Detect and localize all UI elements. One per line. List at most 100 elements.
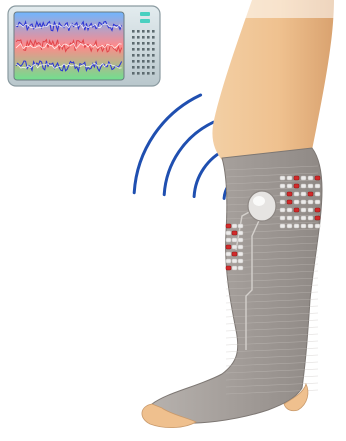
grille-dot xyxy=(132,54,135,57)
white-electrode xyxy=(226,238,231,242)
grille-dot xyxy=(152,72,155,75)
grille-dot xyxy=(132,66,135,69)
white-electrode xyxy=(232,238,237,242)
red-electrode xyxy=(226,245,231,249)
white-electrode xyxy=(315,224,320,228)
white-electrode xyxy=(294,200,299,204)
white-electrode xyxy=(301,208,306,212)
white-electrode xyxy=(315,192,320,196)
white-electrode xyxy=(238,245,243,249)
white-electrode xyxy=(308,176,313,180)
grille-dot xyxy=(142,36,145,39)
white-electrode xyxy=(238,259,243,263)
white-electrode xyxy=(226,252,231,256)
white-electrode xyxy=(301,224,306,228)
white-electrode xyxy=(301,216,306,220)
white-electrode xyxy=(280,200,285,204)
white-electrode xyxy=(301,200,306,204)
white-electrode xyxy=(238,238,243,242)
grille-dot xyxy=(147,60,150,63)
red-electrode xyxy=(232,252,237,256)
white-electrode xyxy=(294,216,299,220)
white-electrode xyxy=(280,184,285,188)
grille-dot xyxy=(142,66,145,69)
white-electrode xyxy=(226,231,231,235)
grille-dot xyxy=(152,54,155,57)
grille-dot xyxy=(152,48,155,51)
grille-dot xyxy=(137,54,140,57)
white-electrode xyxy=(301,176,306,180)
red-electrode xyxy=(294,176,299,180)
white-electrode xyxy=(280,208,285,212)
white-electrode xyxy=(287,176,292,180)
white-electrode xyxy=(238,252,243,256)
red-electrode xyxy=(315,216,320,220)
white-electrode xyxy=(315,184,320,188)
red-electrode xyxy=(294,184,299,188)
white-electrode xyxy=(232,224,237,228)
white-electrode xyxy=(287,208,292,212)
grille-dot xyxy=(132,60,135,63)
grille-dot xyxy=(137,48,140,51)
white-electrode xyxy=(287,224,292,228)
grille-dot xyxy=(152,60,155,63)
grille-dot xyxy=(152,36,155,39)
thigh-skin xyxy=(212,0,334,160)
grille-dot xyxy=(142,54,145,57)
grille-dot xyxy=(142,30,145,33)
red-electrode xyxy=(226,266,231,270)
grille-dot xyxy=(147,42,150,45)
grille-dot xyxy=(147,66,150,69)
red-electrode xyxy=(315,176,320,180)
compression-stocking xyxy=(149,148,322,423)
wireless-hub xyxy=(248,191,276,221)
white-electrode xyxy=(308,224,313,228)
red-electrode xyxy=(294,208,299,212)
grille-dot xyxy=(137,30,140,33)
white-electrode xyxy=(232,259,237,263)
grille-dot xyxy=(132,48,135,51)
signal-arc xyxy=(164,122,213,194)
grille-dot xyxy=(152,30,155,33)
white-electrode xyxy=(315,200,320,204)
white-electrode xyxy=(280,192,285,196)
white-electrode xyxy=(301,184,306,188)
grille-dot xyxy=(142,60,145,63)
white-electrode xyxy=(226,259,231,263)
white-electrode xyxy=(280,216,285,220)
grille-dot xyxy=(152,42,155,45)
grille-dot xyxy=(137,36,140,39)
grille-dot xyxy=(147,72,150,75)
white-electrode xyxy=(280,176,285,180)
grille-dot xyxy=(147,48,150,51)
white-electrode xyxy=(287,184,292,188)
red-electrode xyxy=(232,231,237,235)
grille-dot xyxy=(147,36,150,39)
white-electrode xyxy=(232,245,237,249)
grille-dot xyxy=(152,66,155,69)
white-electrode xyxy=(232,266,237,270)
white-electrode xyxy=(294,224,299,228)
grille-dot xyxy=(142,42,145,45)
status-light xyxy=(140,19,150,23)
grille-dot xyxy=(137,66,140,69)
grille-dot xyxy=(132,72,135,75)
grille-dot xyxy=(137,60,140,63)
monitor-device xyxy=(8,6,160,86)
white-electrode xyxy=(308,216,313,220)
grille-dot xyxy=(132,36,135,39)
grille-dot xyxy=(137,72,140,75)
grille-dot xyxy=(142,48,145,51)
white-electrode xyxy=(238,231,243,235)
red-electrode xyxy=(287,200,292,204)
grille-dot xyxy=(137,42,140,45)
red-electrode xyxy=(226,224,231,228)
grille-dot xyxy=(142,72,145,75)
white-electrode xyxy=(238,266,243,270)
status-light xyxy=(140,12,150,16)
white-electrode xyxy=(301,192,306,196)
white-electrode xyxy=(308,200,313,204)
white-electrode xyxy=(238,224,243,228)
white-electrode xyxy=(287,216,292,220)
